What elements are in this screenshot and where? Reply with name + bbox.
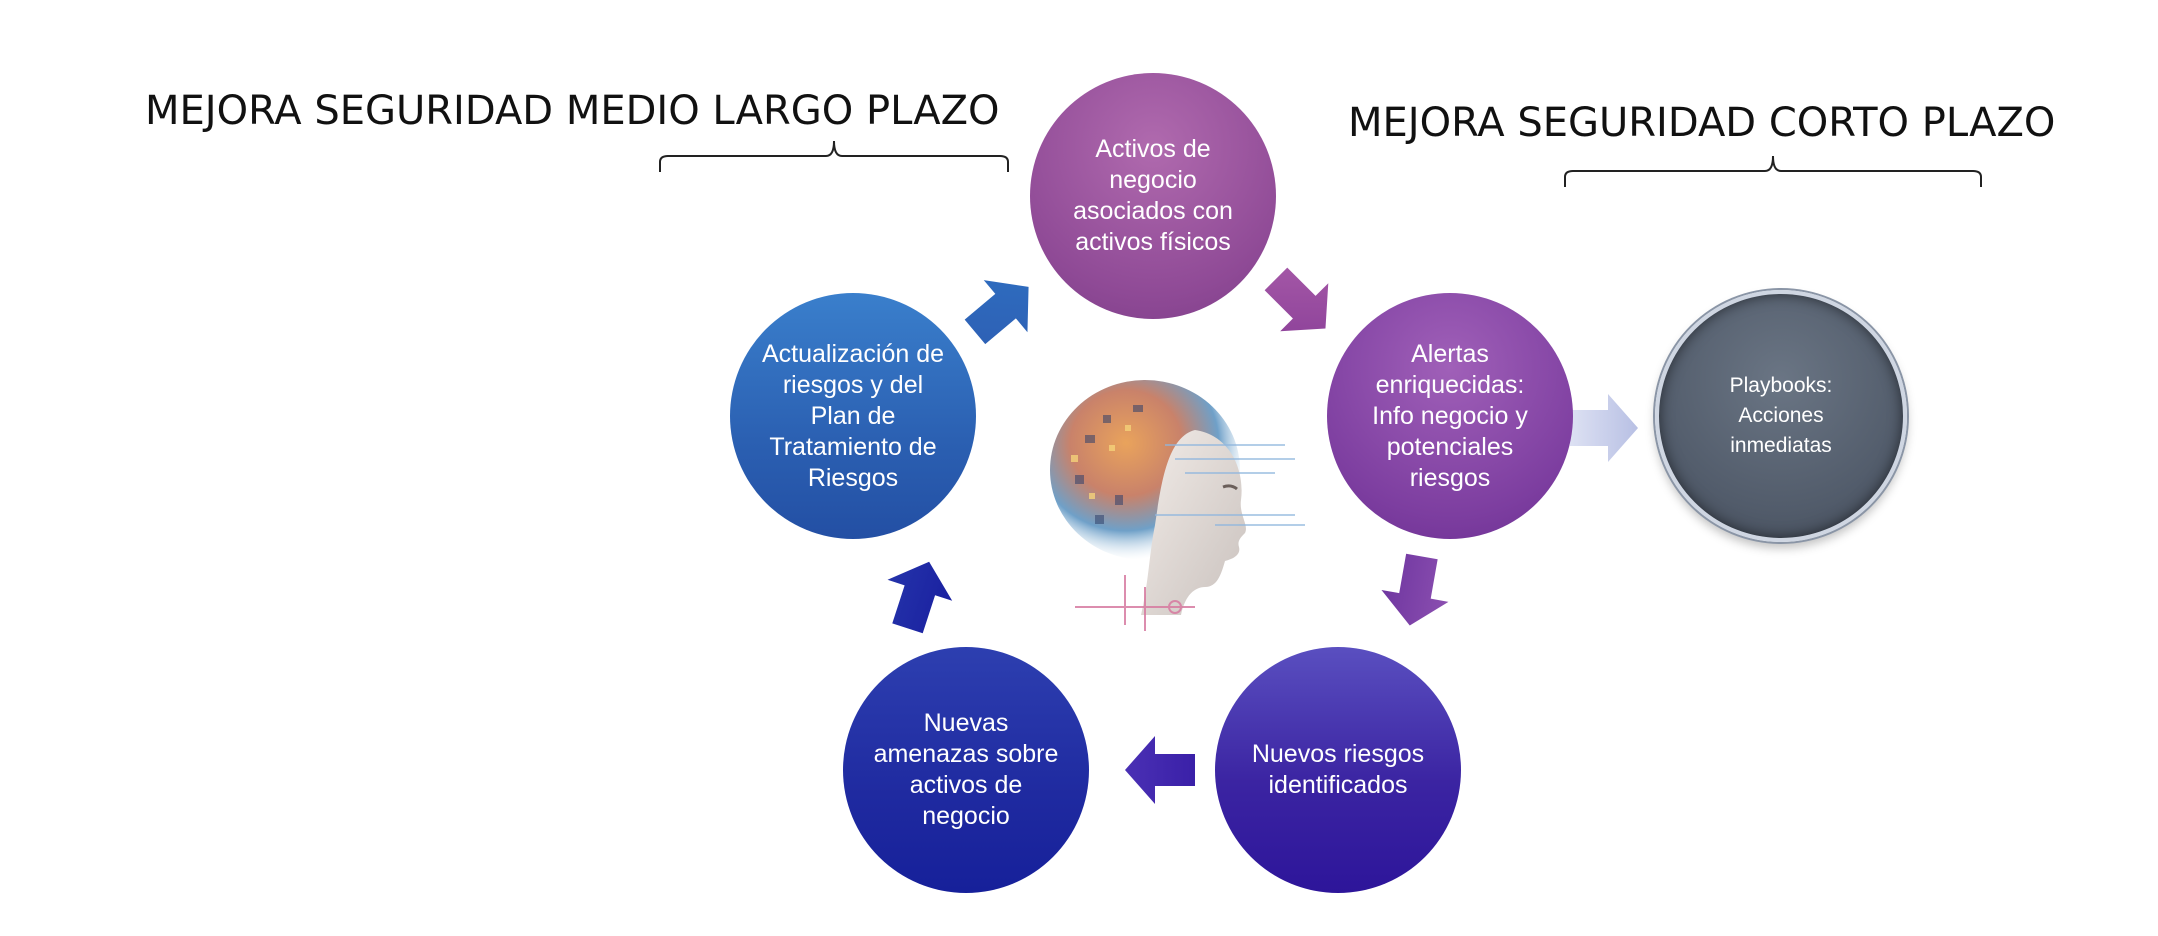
node-nuevos-riesgos-label: Nuevos riesgos identificados (1251, 740, 1425, 799)
arrow-activos-to-alertas (1264, 267, 1329, 332)
brace-medium-long-term (659, 140, 1009, 172)
node-alertas-label: Alertas enriquecidas: Info negocio y pot… (1372, 339, 1528, 492)
node-actualizacion-label: Actualización de riesgos y del Plan de T… (761, 339, 945, 492)
node-amenazas-label: Nuevas amenazas sobre activos de negocio (873, 709, 1059, 830)
node-alertas-enriquecidas: Alertas enriquecidas: Info negocio y pot… (1327, 293, 1573, 539)
node-actualizacion-riesgos: Actualización de riesgos y del Plan de T… (730, 293, 976, 539)
node-activos-de-negocio: Activos de negocio asociados con activos… (1030, 73, 1276, 319)
arrow-alertas-to-nuevos-riesgos (1381, 553, 1449, 626)
node-nuevas-amenazas: Nuevas amenazas sobre activos de negocio (843, 647, 1089, 893)
node-playbooks: Playbooks: Acciones inmediatas (1655, 290, 1907, 542)
arrow-nuevos-riesgos-to-amenazas (1125, 736, 1195, 804)
node-nuevos-riesgos: Nuevos riesgos identificados (1215, 647, 1461, 893)
brace-short-term (1564, 155, 1982, 187)
arrow-alertas-to-playbooks (1570, 394, 1638, 462)
arrow-actualizacion-to-activos (964, 280, 1029, 345)
heading-short-term: MEJORA SEGURIDAD CORTO PLAZO (1348, 100, 2056, 146)
node-playbooks-label: Playbooks: Acciones inmediatas (1729, 374, 1833, 457)
ai-head-illustration (1050, 380, 1305, 631)
node-activos-label: Activos de negocio asociados con activos… (1073, 135, 1233, 256)
heading-medium-long-term: MEJORA SEGURIDAD MEDIO LARGO PLAZO (145, 88, 1000, 134)
arrow-amenazas-to-actualizacion (887, 561, 953, 634)
